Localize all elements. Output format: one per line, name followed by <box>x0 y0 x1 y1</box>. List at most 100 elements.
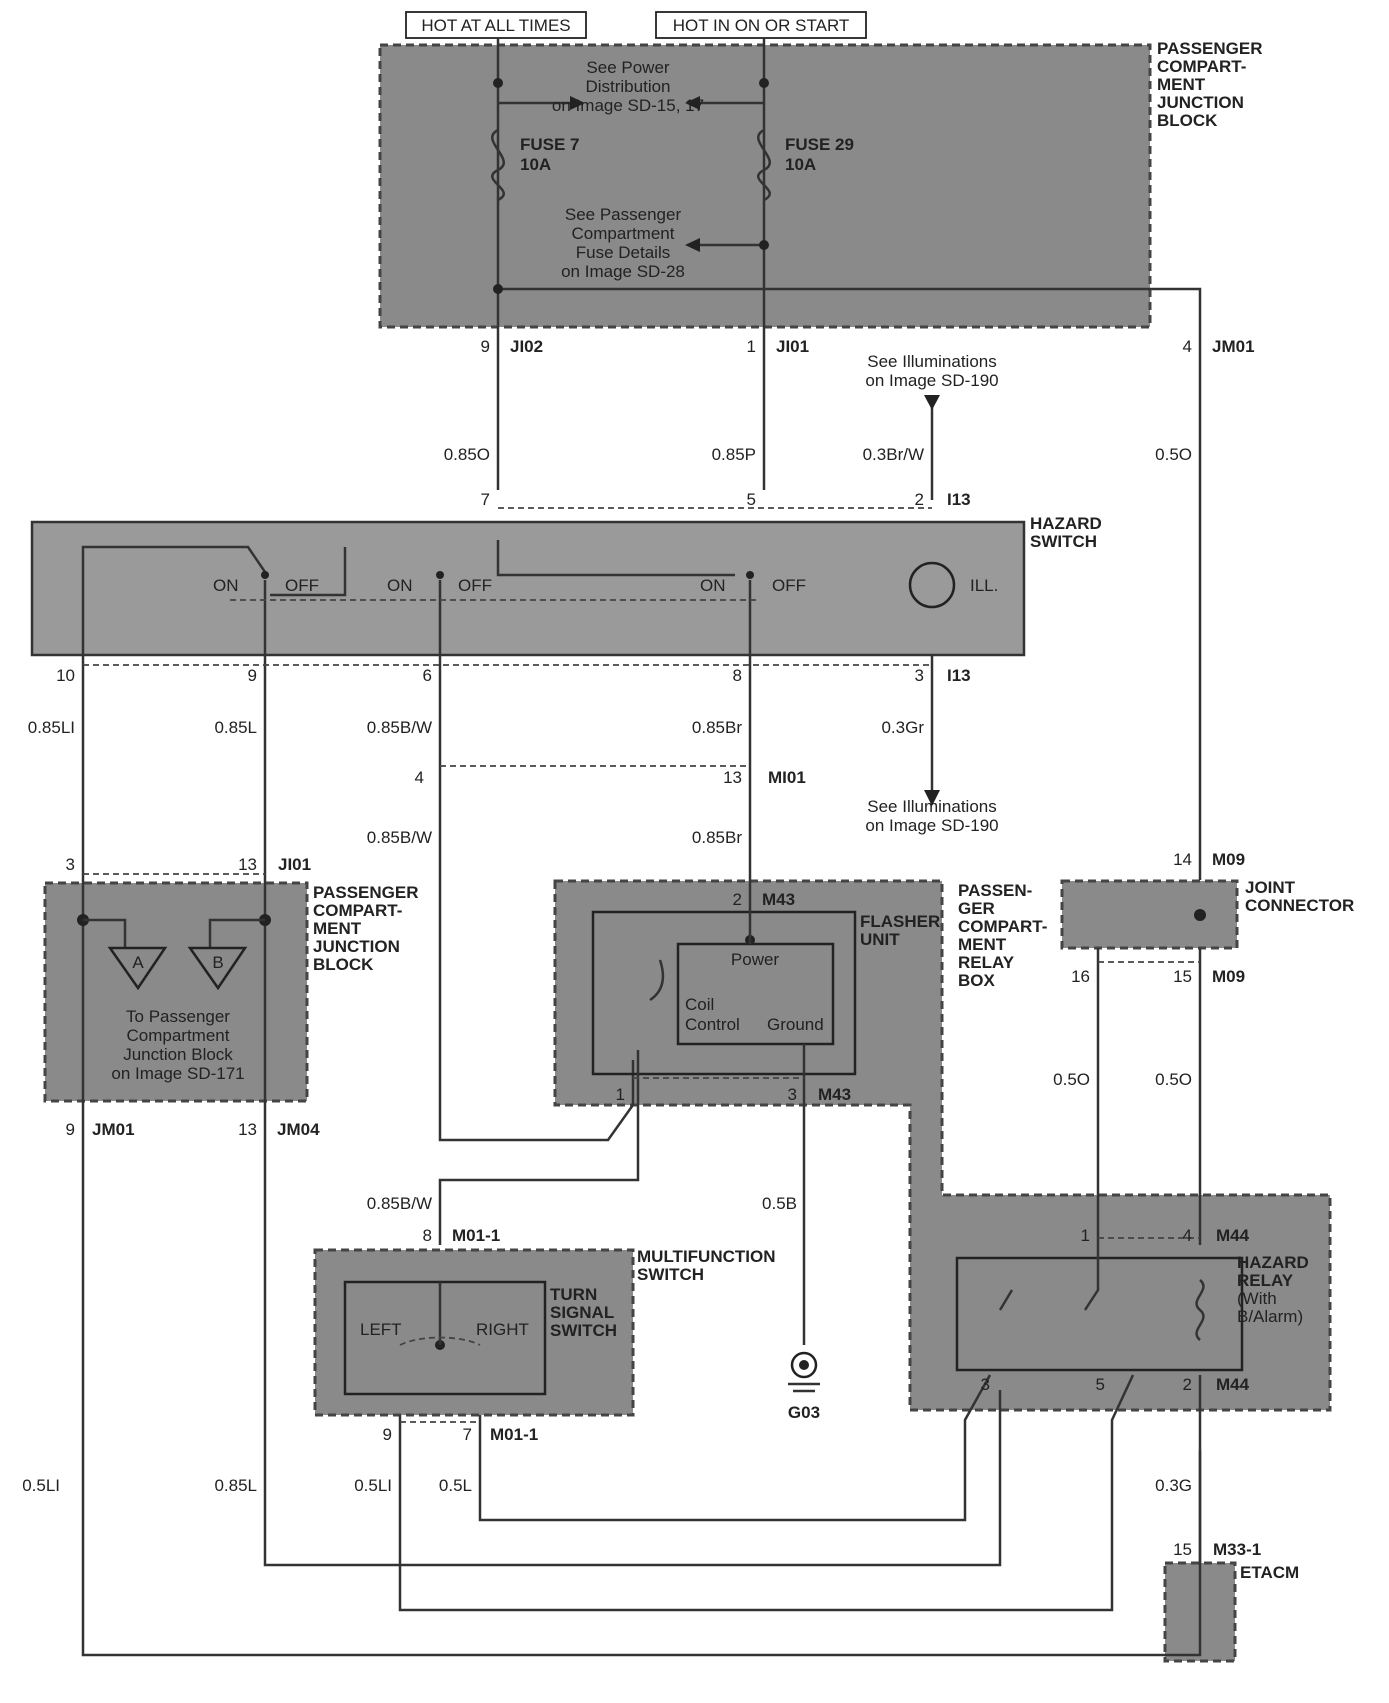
conn-jm04: JM04 <box>277 1120 320 1139</box>
multifunction-switch-title: MULTIFUNCTION SWITCH <box>637 1247 776 1284</box>
fuse7-name: FUSE 7 <box>520 135 580 154</box>
pcjb-left-internals <box>83 918 265 991</box>
fuse-details-note-3: Fuse Details <box>576 243 670 262</box>
fuse-details-note-4: on Image SD-28 <box>561 262 685 281</box>
power-dist-note-1: See Power <box>586 58 669 77</box>
conn-m44-bottom: M44 <box>1216 1375 1250 1394</box>
hazard-switch-box <box>30 520 1026 657</box>
illum-bottom-note-1: See Illuminations <box>867 797 996 816</box>
turn-right-label: RIGHT <box>476 1320 529 1339</box>
svg-text:HAZARD: HAZARD <box>1237 1253 1309 1272</box>
switch-on-3: ON <box>700 576 726 595</box>
pin-9-ji02: 9 <box>481 337 490 356</box>
ground-g03-label: G03 <box>788 1403 820 1422</box>
pin-3-jb: 3 <box>66 855 75 874</box>
pin-1-m43: 1 <box>616 1085 625 1104</box>
turn-left-label: LEFT <box>360 1320 402 1339</box>
conn-ji01-left: JI01 <box>278 855 311 874</box>
svg-text:BLOCK: BLOCK <box>313 955 374 974</box>
pin-15-m33: 15 <box>1173 1540 1192 1559</box>
svg-text:RELAY: RELAY <box>958 953 1015 972</box>
hazard-relay-internals <box>955 1245 1244 1372</box>
pcjb-left-title: PASSENGER COMPART- MENT JUNCTION BLOCK <box>313 883 419 974</box>
pin-7: 7 <box>481 490 490 509</box>
pin-2-i13: 2 <box>915 490 924 509</box>
hot-at-all-times-label: HOT AT ALL TIMES <box>421 16 570 35</box>
conn-m43-top: M43 <box>762 890 795 909</box>
wire-085l: 0.85L <box>214 718 257 737</box>
pin-3-m43: 3 <box>788 1085 797 1104</box>
conn-m09-bottom: M09 <box>1212 967 1245 986</box>
relay-box-outline <box>553 879 1332 1412</box>
svg-text:COMPART-: COMPART- <box>958 917 1047 936</box>
wire-085bw-3: 0.85B/W <box>367 1194 432 1213</box>
illum-top-note-1: See Illuminations <box>867 352 996 371</box>
pin-9-m01: 9 <box>383 1425 392 1444</box>
wire-05o-a: 0.5O <box>1053 1070 1090 1089</box>
conn-m44-top: M44 <box>1216 1226 1250 1245</box>
conn-m01-1-top: M01-1 <box>452 1226 500 1245</box>
to-pcjb-note-4: on Image SD-171 <box>111 1064 244 1083</box>
svg-text:UNIT: UNIT <box>860 930 900 949</box>
hazard-relay-title: HAZARD RELAY (With B/Alarm) <box>1237 1253 1309 1326</box>
pin-15-m09: 15 <box>1173 967 1192 986</box>
power-dist-note-3: on Image SD-15, 17 <box>552 96 704 115</box>
svg-text:COMPART-: COMPART- <box>313 901 402 920</box>
conn-m43-bottom: M43 <box>818 1085 851 1104</box>
svg-text:PASSENGER: PASSENGER <box>313 883 419 902</box>
svg-text:JOINT: JOINT <box>1245 878 1296 897</box>
arrow-heads <box>570 96 940 806</box>
pin-13-jm04: 13 <box>238 1120 257 1139</box>
flasher-power-label: Power <box>731 950 780 969</box>
svg-text:BOX: BOX <box>958 971 996 990</box>
svg-text:JUNCTION: JUNCTION <box>313 937 400 956</box>
wires <box>81 38 1202 1657</box>
fuse-details-note-2: Compartment <box>572 224 675 243</box>
switch-off-3: OFF <box>772 576 806 595</box>
pin-4-jm01: 4 <box>1183 337 1192 356</box>
fuse29-rating: 10A <box>785 155 816 174</box>
conn-mi01: MI01 <box>768 768 806 787</box>
pin-4-m44: 4 <box>1183 1226 1192 1245</box>
switch-off-2: OFF <box>458 576 492 595</box>
pin-4-mi: 4 <box>415 768 424 787</box>
pin-9-jm01: 9 <box>66 1120 75 1139</box>
relay-box-title: PASSEN- GER COMPART- MENT RELAY BOX <box>958 881 1047 990</box>
pin-3-i13: 3 <box>915 666 924 685</box>
flasher-coil-label: Coil <box>685 995 714 1014</box>
switch-on-2: ON <box>387 576 413 595</box>
pin-13-jb: 13 <box>238 855 257 874</box>
wire-085o: 0.85O <box>444 445 490 464</box>
pin-13-mi: 13 <box>723 768 742 787</box>
svg-text:RELAY: RELAY <box>1237 1271 1294 1290</box>
wire-05b: 0.5B <box>762 1194 797 1213</box>
hazard-switch-title: HAZARD SWITCH <box>1030 514 1102 551</box>
hot-at-all-times-box <box>405 11 587 39</box>
svg-text:BLOCK: BLOCK <box>1157 111 1218 130</box>
wire-03brw: 0.3Br/W <box>863 445 924 464</box>
wire-05o-top: 0.5O <box>1155 445 1192 464</box>
wire-05o-b: 0.5O <box>1155 1070 1192 1089</box>
svg-text:PASSEN-: PASSEN- <box>958 881 1032 900</box>
pin-8: 8 <box>733 666 742 685</box>
etacm-title: ETACM <box>1240 1563 1299 1582</box>
wire-085bw-2: 0.85B/W <box>367 828 432 847</box>
illumination-lamp-icon <box>908 561 956 609</box>
pin-7-m01: 7 <box>463 1425 472 1444</box>
pin-3-m44: 3 <box>981 1375 990 1394</box>
switch-ill: ILL. <box>970 576 998 595</box>
pcjb-top-title: PASSENGER COMPART- MENT JUNCTION BLOCK <box>1157 39 1263 130</box>
pin-2-m44: 2 <box>1183 1375 1192 1394</box>
ground-g03-icon <box>788 1351 820 1393</box>
flasher-ground-label: Ground <box>767 1015 824 1034</box>
turn-signal-internals <box>343 1280 547 1396</box>
conn-ji02: JI02 <box>510 337 543 356</box>
wire-085bw-1: 0.85B/W <box>367 718 432 737</box>
svg-text:SWITCH: SWITCH <box>1030 532 1097 551</box>
joint-connector-box <box>1060 879 1239 950</box>
to-pcjb-note-2: Compartment <box>127 1026 230 1045</box>
pin-1-m44: 1 <box>1081 1226 1090 1245</box>
turn-signal-title-1: TURN <box>550 1285 597 1304</box>
svg-text:MENT: MENT <box>1157 75 1206 94</box>
